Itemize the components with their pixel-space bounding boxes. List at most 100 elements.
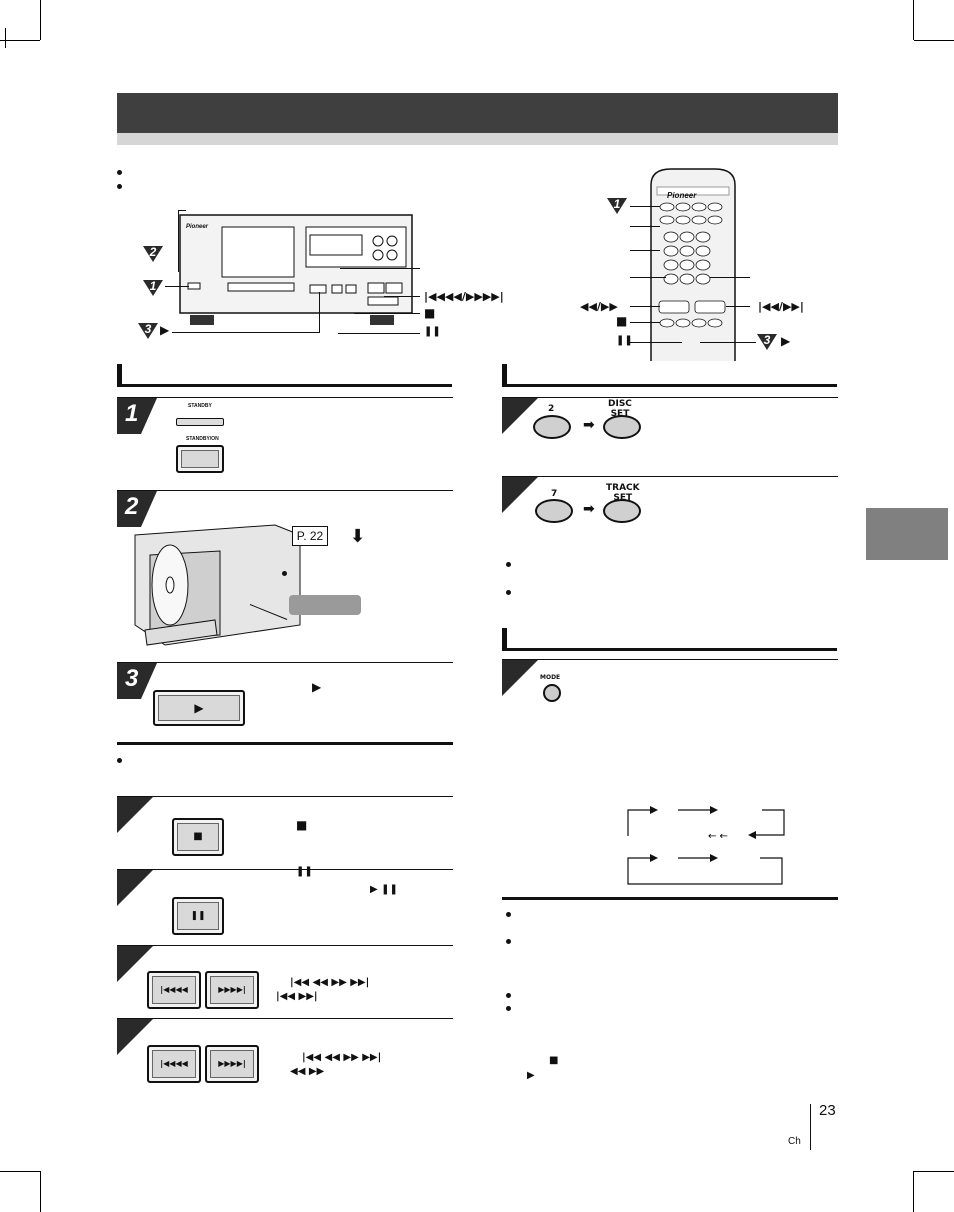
remote-play-icon: ▶	[781, 334, 791, 348]
mode-label: MODE	[540, 674, 561, 681]
leader-line	[354, 313, 420, 314]
divider	[117, 869, 453, 870]
crop-mark	[0, 40, 40, 41]
track-number-key-label: 7	[551, 489, 558, 499]
divider	[117, 1018, 453, 1019]
remote-callout-3: 3	[757, 334, 777, 350]
bullet	[506, 590, 511, 595]
divider	[117, 945, 453, 946]
leader-line	[178, 210, 186, 211]
skip-inline-icons: |◀◀ ◀◀ ▶▶ ▶▶|	[290, 977, 370, 988]
search-forward-button[interactable]: ▶▶▶▶|	[205, 1045, 259, 1083]
crop-mark	[40, 1171, 41, 1212]
track-set-label: TRACK SET	[606, 483, 640, 503]
page-ref-icon: P. 22	[292, 526, 328, 546]
leader-line	[630, 226, 660, 227]
track-set-button[interactable]	[603, 499, 641, 523]
remote-search-icon: ◀◀/▶▶	[580, 300, 618, 313]
step-marker	[502, 477, 538, 513]
skip-back-button[interactable]: |◀◀◀◀	[147, 971, 201, 1009]
stop-inline-icon: ■	[296, 818, 308, 832]
leader-line	[630, 322, 660, 323]
down-arrow-icon: ⬇	[350, 526, 366, 547]
standby-label: STANDBY	[188, 403, 212, 409]
leader-line	[338, 333, 420, 334]
disc-set-button[interactable]	[603, 415, 641, 439]
section-header-right	[502, 364, 837, 387]
crop-mark	[913, 1171, 914, 1212]
pause-inline-icon: ❚❚	[296, 866, 313, 877]
arrow-right-icon: ➡	[583, 417, 595, 433]
number-key-2[interactable]	[533, 415, 571, 439]
section-end-rule	[502, 897, 838, 900]
disc-loading-illustration	[134, 524, 301, 646]
disc-number-key-label: 2	[548, 404, 555, 414]
remote-stop-icon: ■	[616, 314, 628, 328]
skip-icon: |◀◀◀◀/▶▶▶▶|	[424, 290, 504, 303]
bullet	[506, 1006, 511, 1011]
mode-cycle-diagram: ← ←	[627, 806, 785, 885]
search-back-button[interactable]: |◀◀◀◀	[147, 1045, 201, 1083]
search-inline-icons: |◀◀ ◀◀ ▶▶ ▶▶|	[302, 1052, 382, 1063]
step-1-badge: 1	[117, 398, 157, 434]
section-header-left	[117, 364, 452, 387]
leader-line	[726, 306, 750, 307]
bullet	[506, 993, 511, 998]
crop-mark	[913, 0, 914, 40]
play-inline-icon: ▶	[312, 680, 322, 694]
section-header-mode	[502, 628, 837, 651]
section-end-rule	[117, 742, 453, 745]
bullet	[506, 939, 511, 944]
svg-text:← ←: ← ←	[708, 831, 728, 842]
page-title-underline	[117, 133, 838, 145]
callout-2: 2	[143, 246, 163, 262]
page-number: 23	[819, 1102, 836, 1119]
leader-line	[340, 268, 420, 269]
crop-mark	[0, 1171, 40, 1172]
remote-brand: Pioneer	[667, 191, 697, 200]
bullet	[117, 170, 122, 175]
play-pause-inline-icons: ▶ ❚❚	[370, 884, 398, 895]
arrow-right-icon: ➡	[583, 501, 595, 517]
pause-button[interactable]: ❚❚	[172, 897, 224, 935]
disc-number-display	[289, 595, 361, 615]
leader-line	[630, 342, 682, 343]
divider	[502, 397, 838, 398]
bullet	[506, 912, 511, 917]
leader-line	[630, 206, 660, 207]
skip-forward-button[interactable]: ▶▶▶▶|	[205, 971, 259, 1009]
cd-player-diagram	[179, 214, 413, 325]
play-inline-icon: ▶	[527, 1070, 535, 1081]
divider	[117, 397, 453, 398]
divider	[117, 490, 453, 491]
page-number-divider	[810, 1104, 811, 1150]
standby-indicator	[176, 418, 224, 426]
bullet	[282, 571, 287, 576]
remote-callout-1: 1	[607, 198, 627, 214]
bullet	[506, 562, 511, 567]
search-inline-icons-2: ◀◀ ▶▶	[290, 1066, 325, 1077]
disc-set-label: DISC SET	[608, 399, 632, 419]
divider	[117, 796, 453, 797]
leader-line	[178, 210, 179, 272]
crop-mark	[40, 0, 41, 40]
bullet	[117, 758, 122, 763]
stop-button[interactable]: ■	[172, 818, 224, 856]
mode-button[interactable]	[543, 684, 561, 702]
remote-pause-icon: ❚❚	[616, 335, 633, 346]
step-marker	[117, 797, 153, 833]
divider	[117, 662, 453, 663]
leader-line	[319, 292, 320, 332]
leader-line	[172, 332, 320, 333]
language-code: Ch	[788, 1136, 801, 1147]
play-button[interactable]: ▶	[153, 690, 245, 726]
leader-line	[710, 277, 750, 278]
callout-3: 3	[138, 323, 158, 339]
page-title-bar	[117, 93, 838, 133]
crop-mark	[914, 40, 954, 41]
number-key-7[interactable]	[535, 499, 573, 523]
chapter-tab	[866, 508, 948, 560]
divider	[502, 659, 838, 660]
crop-mark	[914, 1171, 954, 1172]
power-button[interactable]	[176, 445, 224, 473]
